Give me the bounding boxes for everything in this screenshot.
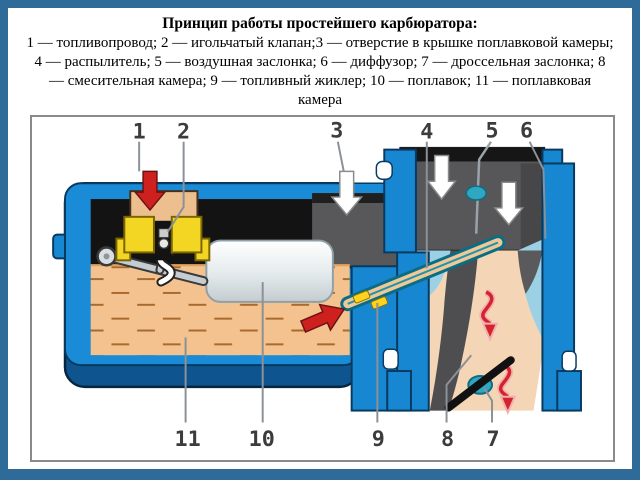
mixture-flow-arrow-icon <box>479 288 499 342</box>
air-throat <box>375 141 582 416</box>
part-label-8: 8 <box>441 427 454 452</box>
choke-shaft <box>474 141 493 234</box>
mount-flange-right <box>556 370 582 412</box>
part-label-7: 7 <box>486 427 499 452</box>
mount-flange-left <box>386 370 412 412</box>
valve-body-right <box>170 215 203 254</box>
legend-line: 1 — топливопровод; 2 — игольчатый клапан… <box>26 35 614 51</box>
air-flow-arrow-icon <box>426 154 457 201</box>
page-title: Принцип работы простейшего карбюратора: <box>162 15 478 32</box>
valve-body-left <box>123 215 155 254</box>
air-flow-arrow-icon <box>493 181 525 226</box>
sprayer-assembly <box>299 235 506 333</box>
diagram-frame: 1 2 3 4 5 6 11 10 9 8 7 <box>30 115 615 462</box>
legend-line: — смесительная камера; 9 — топливный жик… <box>48 73 592 89</box>
part-label-4: 4 <box>420 120 433 145</box>
part-label-5: 5 <box>485 119 498 144</box>
vent-hole-arrow-icon <box>330 170 364 217</box>
carburetor-diagram: 1 2 3 4 5 6 11 10 9 8 7 <box>52 119 582 452</box>
part-label-3: 3 <box>330 119 343 144</box>
throttle-valve <box>444 356 515 412</box>
fuel-flow-arrow-icon <box>299 303 346 333</box>
choke-valve <box>465 185 487 201</box>
fuel-inlet-assembly <box>115 170 211 262</box>
leader-lines <box>138 141 547 423</box>
part-label-6: 6 <box>520 119 533 144</box>
part-labels: 1 2 3 4 5 6 11 10 9 8 7 <box>133 119 534 452</box>
part-label-11: 11 <box>174 427 200 452</box>
title-block: Принцип работы простейшего карбюратора: … <box>8 14 632 110</box>
float <box>205 239 334 303</box>
needle-valve <box>158 237 170 250</box>
mixture-flow-arrow-icon <box>497 362 517 416</box>
legend-line: камера <box>297 92 343 108</box>
venturi-cone-right <box>517 250 543 294</box>
part-label-9: 9 <box>372 427 385 452</box>
part-label-10: 10 <box>249 427 275 452</box>
part-label-2: 2 <box>177 120 190 145</box>
venturi-cone-left <box>429 250 479 411</box>
legend-line: 4 — распылитель; 5 — воздушная заслонка;… <box>34 54 606 70</box>
fuel-jet <box>352 290 371 304</box>
part-label-1: 1 <box>133 120 146 145</box>
fuel-inlet-arrow-icon <box>133 170 167 212</box>
page-background: Принцип работы простейшего карбюратора: … <box>8 8 632 469</box>
